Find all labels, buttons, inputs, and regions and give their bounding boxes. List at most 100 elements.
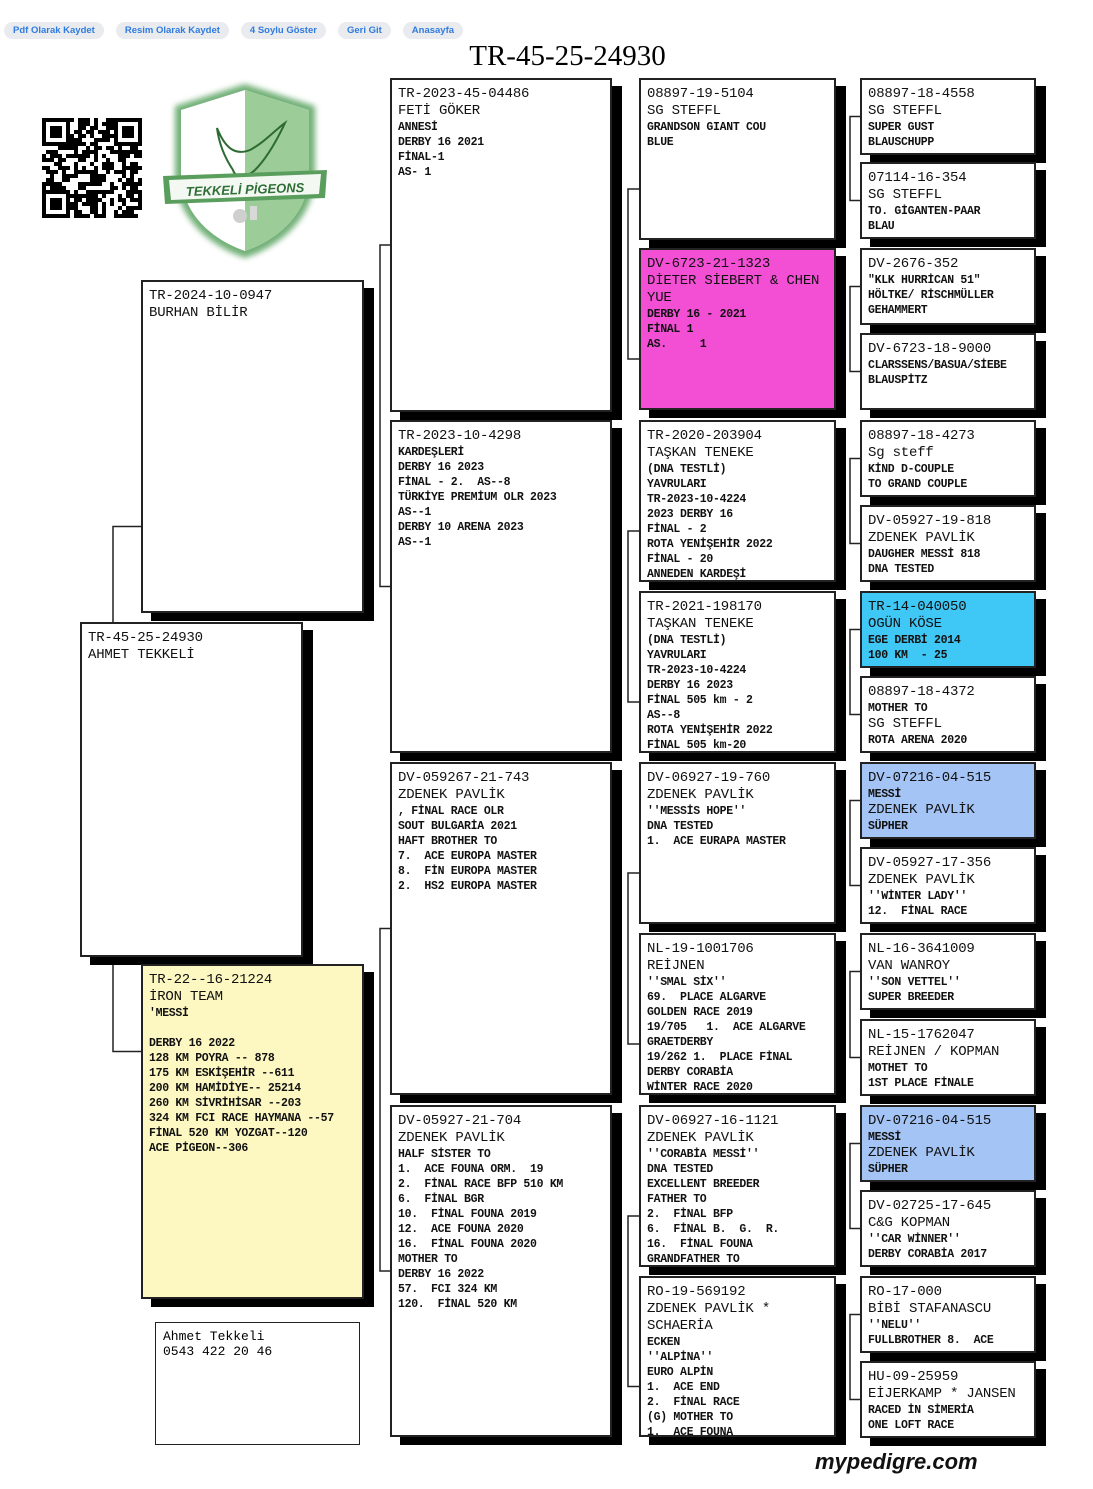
pedigree-line: BLAUSPİTZ — [868, 374, 928, 387]
pedigree-line: DNA TESTED — [647, 820, 714, 833]
pedigree-line: SG STEFFL — [868, 187, 942, 203]
pedigree-line: ZDENEK PAVLİK — [398, 787, 505, 803]
pedigree-line: CLARSSENS/BASUA/SİEBE — [868, 359, 1007, 372]
pedigree-line: TR-2023-10-4224 — [647, 664, 747, 677]
pedigree-line: ZDENEK PAVLİK — [398, 1130, 505, 1146]
brand-footer: mypedigre.com — [815, 1449, 978, 1474]
connector-line — [627, 530, 639, 703]
pedigree-line: 12. FİNAL RACE — [868, 905, 968, 918]
pedigree-line: ZDENEK PAVLİK — [868, 1145, 975, 1161]
connector-line — [849, 1142, 860, 1230]
pedigree-line: ROTA ARENA 2020 — [868, 734, 968, 747]
pedigree-line: GRAETDERBY — [647, 1036, 714, 1049]
pedigree-line: ONE LOFT RACE — [868, 1419, 954, 1432]
connector-line — [849, 115, 860, 202]
show-4-generations-button[interactable]: 4 Soylu Göster — [240, 22, 326, 39]
pedigree-line: 69. PLACE ALGARVE — [647, 991, 766, 1004]
pedigree-line: GOLDEN RACE 2019 — [647, 1006, 753, 1019]
pedigree-line: 1. ACE FOUNA — [647, 1426, 733, 1437]
pedigree-line: MOTHER TO — [398, 1253, 458, 1266]
pedigree-line: 324 KM FCI RACE HAYMANA --57 — [149, 1112, 334, 1125]
pedigree-line: C&G KOPMAN — [868, 1215, 951, 1231]
ring-number: NL-15-1762047 — [868, 1027, 975, 1043]
owner-name: Ahmet Tekkeli — [163, 1329, 265, 1344]
connector-line — [627, 188, 639, 360]
ring-number: DV-06927-16-1121 — [647, 1113, 779, 1129]
home-button[interactable]: Anasayfa — [402, 22, 464, 39]
pedigree-line: ROTA YENİŞEHİR 2022 — [647, 538, 773, 551]
pedigree-line: 10. FİNAL FOUNA 2019 — [398, 1208, 537, 1221]
tekkeli-pigeons-logo: TEKKELİ PİGEONS — [163, 84, 327, 258]
ring-number: TR-2020-203904 — [647, 428, 762, 444]
save-pdf-button[interactable]: Pdf Olarak Kaydet — [4, 22, 104, 39]
pedigree-line: DERBY 10 ARENA 2023 — [398, 521, 524, 534]
pedigree-line: KİND D-COUPLE — [868, 463, 954, 476]
ring-number: TR-2024-10-0947 — [149, 288, 273, 304]
pedigree-line: EURO ALPİN — [647, 1366, 714, 1379]
pedigree-line: DERBY 16 2023 — [647, 679, 733, 692]
pedigree-line: 100 KM - 25 — [868, 649, 948, 662]
back-button[interactable]: Geri Git — [337, 22, 391, 39]
pedigree-line: YAVRULARI — [647, 478, 707, 491]
pedigree-line: FİNAL - 2. AS--8 — [398, 476, 511, 489]
pedigree-line: 2023 DERBY 16 — [647, 508, 733, 521]
pedigree-line: AS--8 — [647, 709, 681, 722]
pedigree-line: MOTHER TO — [868, 702, 928, 715]
connector-line — [627, 1215, 639, 1388]
ring-number: NL-16-3641009 — [868, 941, 975, 957]
pedigree-line: 2. FİNAL BFP — [647, 1208, 733, 1221]
pedigree-line: RACED İN SİMERİA — [868, 1404, 974, 1417]
pedigree-line: 2. HS2 EUROPA MASTER — [398, 880, 537, 893]
pedigree-line: REİJNEN — [647, 958, 705, 974]
pedigree-line: HALF SİSTER TO — [398, 1148, 491, 1161]
ring-number: DV-02725-17-645 — [868, 1198, 992, 1214]
save-image-button[interactable]: Resim Olarak Kaydet — [115, 22, 229, 39]
pedigree-line: Sg steff — [868, 445, 934, 461]
ring-number: 08897-19-5104 — [647, 86, 754, 102]
pedigree-line: FİNAL 1 — [647, 323, 694, 336]
pedigree-line: VAN WANROY — [868, 958, 951, 974]
pedigree-line: BLAUSCHUPP — [868, 136, 935, 149]
pedigree-line: FATHER TO — [647, 1193, 707, 1206]
pedigree-line: 16. FİNAL FOUNA — [647, 1238, 753, 1251]
pedigree-line: DERBY 16 2022 — [149, 1037, 235, 1050]
connector-line — [849, 457, 860, 545]
pedigree-line: FİNAL 520 KM YOZGAT--120 — [149, 1127, 308, 1140]
toolbar: Pdf Olarak Kaydet Resim Olarak Kaydet 4 … — [4, 22, 464, 39]
ring-number: NL-19-1001706 — [647, 941, 754, 957]
pedigree-line: SG STEFFL — [647, 103, 721, 119]
pedigree-line: MOTHET TO — [868, 1062, 928, 1075]
pedigree-box[interactable]: DV-2676-352"KLK HURRİCAN 51"HÖLTKE/ RİSC… — [860, 248, 1036, 325]
pedigree-line: 200 KM HAMİDİYE-- 25214 — [149, 1082, 301, 1095]
